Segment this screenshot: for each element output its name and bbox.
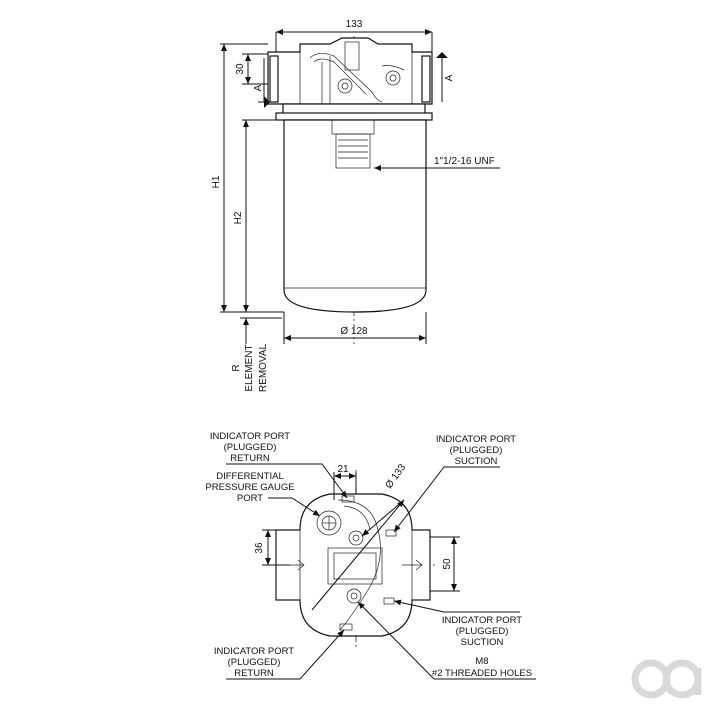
callout-diff-line3: PORT: [237, 493, 263, 504]
removal-label-element: ELEMENT: [244, 344, 255, 391]
callout-suction-top-line1: INDICATOR PORT: [436, 434, 516, 445]
callout-suction-bottom-line1: INDICATOR PORT: [442, 615, 522, 626]
overall-height-label: H1: [211, 175, 222, 188]
dim-133-label: Ø 133: [384, 462, 409, 491]
callout-return-top-line2: (PLUGGED): [224, 442, 277, 453]
filter-head: [267, 37, 433, 121]
dim-50-label: 50: [442, 558, 453, 570]
callout-return-bottom-line3: RETURN: [234, 668, 274, 679]
threaded-hole-bottom: [346, 588, 362, 604]
section-label-left: A: [253, 84, 264, 91]
filter-bowl: [283, 119, 427, 313]
side-view: 133 30 A A H1 H2 1"1/2-16 UNF Ø 128: [211, 19, 500, 392]
dim-36-label: 36: [254, 542, 265, 554]
flow-arrow-right: [402, 559, 423, 571]
callout-suction-top-line3: SUCTION: [455, 456, 498, 467]
callout-diff-line2: PRESSURE GAUGE: [205, 482, 294, 493]
callout-return-top-line1: INDICATOR PORT: [210, 431, 290, 442]
callout-return-top-line3: RETURN: [230, 453, 270, 464]
callout-suction-bottom-line3: SUCTION: [461, 637, 504, 648]
callout-m8-line1: M8: [475, 656, 488, 667]
thread-spec-label: 1"1/2-16 UNF: [434, 156, 495, 167]
ao-logo: [631, 659, 702, 699]
removal-label-r: R: [231, 364, 242, 371]
head-height-dim-label: 30: [235, 63, 246, 75]
callout-return-bottom-line2: (PLUGGED): [228, 657, 281, 668]
callout-diff-line1: DIFFERENTIAL: [216, 471, 284, 482]
dim-21-label: 21: [337, 464, 349, 475]
section-arrow-right: [436, 52, 448, 58]
diff-gauge-port: [316, 510, 342, 536]
top-view: 21 Ø 133 36 50 INDICATOR PORT (PLUGGED) …: [205, 431, 536, 680]
section-label-right: A: [444, 74, 455, 81]
width-dim-label: 133: [346, 19, 363, 30]
callout-m8-line2: #2 THREADED HOLES: [432, 668, 532, 679]
removal-label-removal: REMOVAL: [258, 343, 269, 392]
diameter-dim-label: Ø 128: [340, 326, 368, 337]
callout-suction-top-line2: (PLUGGED): [450, 445, 503, 456]
element-height-label: H2: [233, 211, 244, 224]
callout-return-bottom-line1: INDICATOR PORT: [214, 646, 294, 657]
callout-suction-bottom-line2: (PLUGGED): [456, 626, 509, 637]
threaded-hole-top: [348, 530, 364, 546]
section-arrow-left: [264, 96, 270, 108]
